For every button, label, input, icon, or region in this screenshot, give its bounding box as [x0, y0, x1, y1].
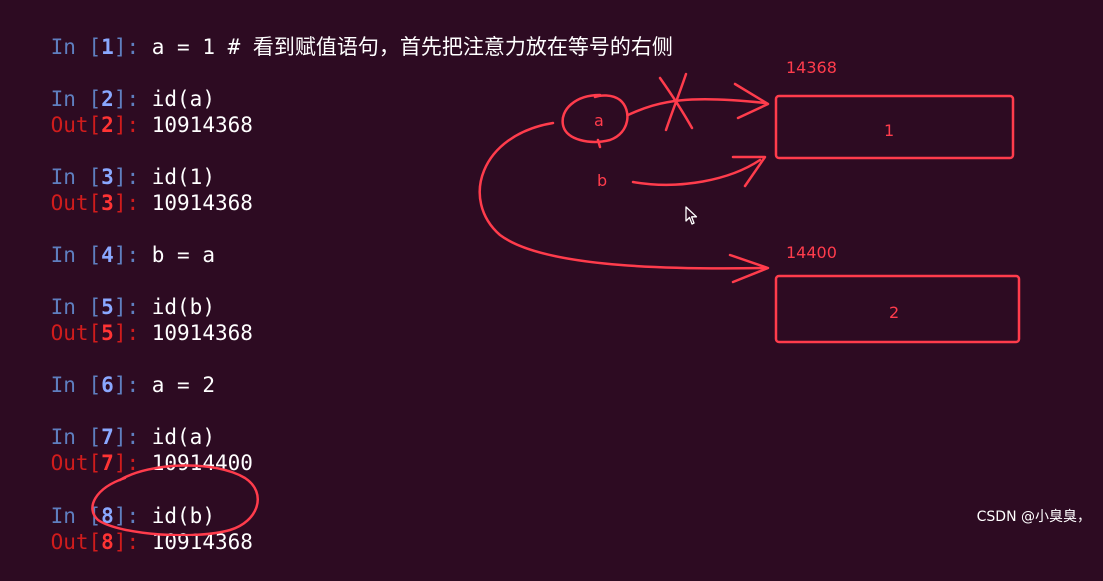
out-prompt-close: ]:	[113, 321, 152, 345]
console-line-in-1: In [1]: a = 1 # 看到赋值语句，首先把注意力放在等号的右侧	[0, 8, 673, 59]
in-prompt-number: 7	[101, 425, 114, 449]
console-line-out-8: Out[8]: 10914368	[0, 503, 253, 554]
memory-box-1	[774, 94, 1015, 160]
output-value: 10914400	[151, 451, 253, 475]
in-prompt-close: ]:	[113, 425, 152, 449]
in-prompt-number: 5	[101, 295, 114, 319]
console-line-in-6: In [6]: a = 2	[0, 346, 215, 397]
mouse-pointer-icon	[685, 206, 698, 225]
in-prompt-number: 3	[101, 165, 114, 189]
ipython-console: In [1]: a = 1 # 看到赋值语句，首先把注意力放在等号的右侧 In …	[0, 8, 673, 554]
console-line-out-5: Out[5]: 10914368	[0, 294, 253, 345]
code-text: b = a	[151, 243, 215, 267]
console-line-out-2: Out[2]: 10914368	[0, 86, 253, 137]
in-prompt-tag: In [	[50, 373, 102, 397]
code-text: id(a)	[151, 87, 215, 111]
out-prompt-number: 3	[101, 191, 114, 215]
code-comment: 看到赋值语句，首先把注意力放在等号的右侧	[252, 35, 673, 59]
in-prompt-close: ]:	[113, 243, 152, 267]
address-label-top: 14368	[786, 58, 837, 77]
variable-b-label: b	[597, 171, 608, 190]
out-prompt-tag: Out[	[50, 191, 102, 215]
out-prompt-number: 2	[101, 113, 114, 137]
in-prompt-number: 6	[101, 373, 114, 397]
console-line-in-5: In [5]: id(b)	[0, 268, 215, 319]
in-prompt-close: ]:	[113, 165, 152, 189]
in-prompt-close: ]:	[113, 373, 152, 397]
output-value: 10914368	[151, 530, 253, 554]
out-prompt-close: ]:	[113, 191, 152, 215]
output-value: 10914368	[151, 321, 253, 345]
out-prompt-number: 5	[101, 321, 114, 345]
output-value: 10914368	[151, 191, 253, 215]
out-prompt-tag: Out[	[50, 321, 102, 345]
console-line-in-7: In [7]: id(a)	[0, 398, 215, 449]
in-prompt-tag: In [	[50, 243, 102, 267]
console-line-in-3: In [3]: id(1)	[0, 138, 215, 189]
in-prompt-number: 1	[101, 35, 114, 59]
variable-a-label: a	[594, 111, 604, 130]
out-prompt-number: 7	[101, 451, 114, 475]
out-prompt-number: 8	[101, 530, 114, 554]
box-1-value: 1	[884, 121, 895, 140]
in-prompt-number: 4	[101, 243, 114, 267]
in-prompt-tag: In [	[50, 425, 102, 449]
console-line-in-4: In [4]: b = a	[0, 216, 215, 267]
output-value: 10914368	[151, 113, 253, 137]
address-label-bottom: 14400	[786, 243, 837, 262]
code-text: id(1)	[151, 165, 215, 189]
in-prompt-close: ]:	[113, 35, 152, 59]
box-2-value: 2	[889, 303, 900, 322]
console-line-out-3: Out[3]: 10914368	[0, 164, 253, 215]
console-line-in-8: In [8]: id(b)	[0, 477, 215, 528]
in-prompt-tag: In [	[50, 35, 102, 59]
in-prompt-tag: In [	[50, 87, 102, 111]
in-prompt-close: ]:	[113, 295, 152, 319]
code-text: a = 1 #	[151, 35, 253, 59]
out-prompt-close: ]:	[113, 530, 152, 554]
code-text: id(a)	[151, 425, 215, 449]
out-prompt-tag: Out[	[50, 451, 102, 475]
csdn-watermark: CSDN @小臭臭，	[976, 509, 1091, 525]
out-prompt-tag: Out[	[50, 530, 102, 554]
code-text: id(b)	[151, 295, 215, 319]
out-prompt-close: ]:	[113, 451, 152, 475]
in-prompt-number: 2	[101, 87, 114, 111]
console-line-out-7: Out[7]: 10914400	[0, 424, 253, 475]
in-prompt-tag: In [	[50, 165, 102, 189]
out-prompt-tag: Out[	[50, 113, 102, 137]
code-text: a = 2	[151, 373, 215, 397]
in-prompt-close: ]:	[113, 87, 152, 111]
console-line-in-2: In [2]: id(a)	[0, 60, 215, 111]
out-prompt-close: ]:	[113, 113, 152, 137]
in-prompt-tag: In [	[50, 295, 102, 319]
